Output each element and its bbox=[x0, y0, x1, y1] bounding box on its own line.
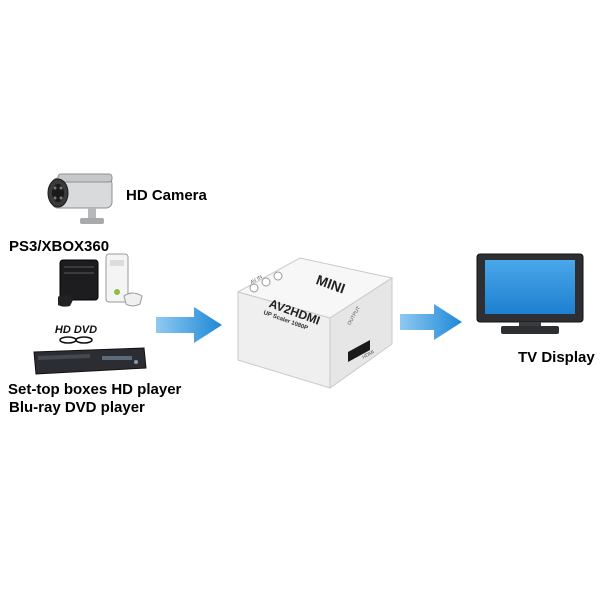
settop-boxes-label: Set-top boxes HD player bbox=[8, 381, 182, 398]
hddvd-logo: HD DVD bbox=[46, 322, 106, 346]
dvd-player-image bbox=[30, 346, 148, 376]
ps3-console-image bbox=[58, 258, 100, 308]
av2hdmi-converter-device bbox=[220, 252, 410, 392]
svg-text:HD DVD: HD DVD bbox=[55, 324, 97, 336]
xbox360-console-image bbox=[102, 252, 146, 310]
console-label: PS3/XBOX360 bbox=[9, 238, 110, 255]
tv-display-label: TV Display bbox=[518, 349, 595, 366]
output-arrow-icon bbox=[398, 302, 464, 342]
hd-camera-image bbox=[44, 170, 124, 230]
bluray-dvd-label: Blu-ray DVD player bbox=[9, 399, 145, 416]
tv-display-image bbox=[475, 252, 585, 336]
hd-camera-label: HD Camera bbox=[126, 187, 207, 204]
input-arrow-icon bbox=[154, 305, 224, 345]
